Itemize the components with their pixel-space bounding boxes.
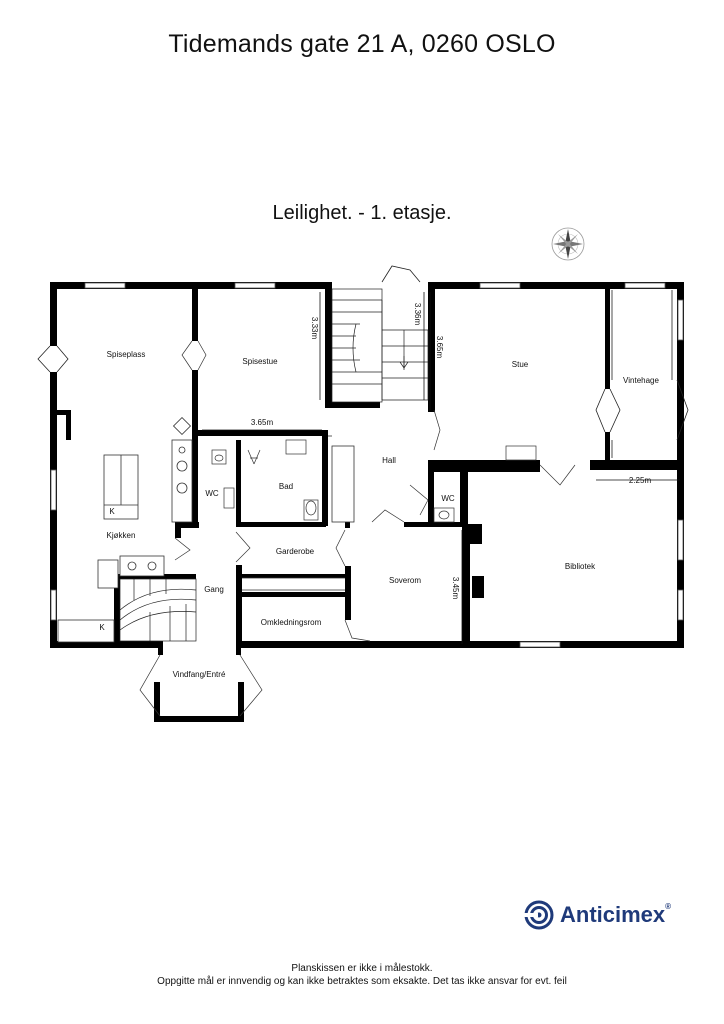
label-bibliotek: Bibliotek [565, 562, 596, 571]
disclaimer-line-2: Oppgitte mål er innvendig og kan ikke be… [157, 976, 567, 987]
dimension-label-333: 3.33m [310, 317, 319, 340]
label-k-2: K [99, 623, 105, 632]
bay-window-vintehage [595, 290, 689, 458]
label-wc-2: WC [441, 494, 455, 503]
label-wc-1: WC [205, 489, 219, 498]
label-garderobe: Garderobe [276, 547, 315, 556]
disclaimer-line-1: Planskissen er ikke i målestokk. [291, 963, 433, 974]
label-soverom: Soverom [389, 576, 421, 585]
garderobe-closet [242, 577, 345, 591]
dimension-label-345: 3.45m [451, 577, 460, 600]
dimension-label-225: 2.25m [629, 476, 652, 485]
label-spisestue: Spisestue [242, 357, 278, 366]
hall-partitions [328, 435, 355, 523]
floor-subtitle: Leilighet. - 1. etasje. [272, 202, 452, 224]
label-vintehage: Vintehage [623, 376, 659, 385]
door-swings [139, 340, 576, 717]
dimension-lines [202, 292, 680, 644]
brand-name: Anticimex® [560, 902, 672, 927]
exterior-walls [50, 282, 684, 648]
label-spiseplass: Spiseplass [107, 350, 146, 359]
label-hall: Hall [382, 456, 396, 465]
top-door [381, 265, 421, 283]
compass-rose-icon [551, 227, 585, 261]
lower-staircase [119, 578, 197, 642]
dimension-label-365-vertical: 3.65m [435, 336, 444, 359]
bay-window-left [37, 345, 69, 373]
disclaimer: Planskissen er ikke i målestokk. Oppgitt… [0, 962, 724, 988]
anticimex-logo: Anticimex® [524, 900, 671, 930]
dimension-label-365-horizontal: 3.65m [251, 418, 274, 427]
label-vindfang: Vindfang/Entré [173, 670, 226, 679]
label-kjokken: Kjøkken [107, 531, 136, 540]
kitchen-counters [57, 416, 193, 643]
bathroom-fixtures [211, 439, 537, 523]
dimension-label-336: 3.36m [413, 303, 422, 326]
interior-walls [57, 282, 684, 722]
label-gang: Gang [204, 585, 224, 594]
label-stue: Stue [512, 360, 529, 369]
label-k-1: K [109, 507, 115, 516]
anticimex-logo-icon [524, 900, 554, 930]
page-title: Tidemands gate 21 A, 0260 OSLO [168, 30, 556, 58]
main-staircase [331, 288, 429, 403]
label-omkledningsrom: Omkledningsrom [261, 618, 322, 627]
label-bad: Bad [279, 482, 293, 491]
windows [50, 282, 684, 648]
